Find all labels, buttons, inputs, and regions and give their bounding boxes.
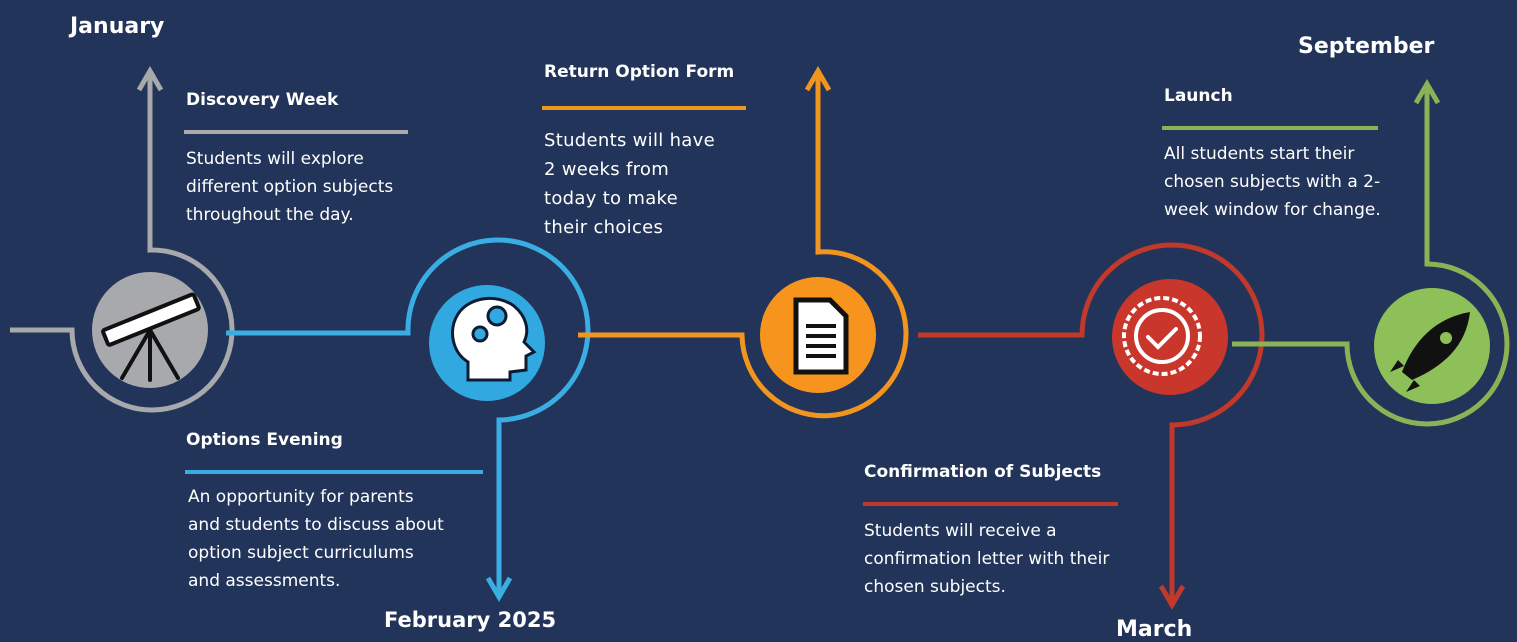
arrowhead-return-form	[804, 66, 832, 92]
description-line: and assessments.	[188, 571, 341, 591]
arrowhead-march	[1158, 584, 1186, 610]
description-line: An opportunity for parents	[188, 487, 414, 507]
event-rule-discovery-week	[184, 130, 408, 134]
month-label-march: March	[1116, 617, 1193, 642]
telescope-icon	[92, 272, 208, 388]
event-description-return-option-form: Students will have 2 weeks from today to…	[544, 126, 715, 242]
connector-return-form	[578, 75, 909, 419]
event-description-confirmation-of-subjects: Students will receive a confirmation let…	[864, 517, 1109, 601]
description-line: option subject curriculums	[188, 543, 414, 563]
connector-september	[1232, 88, 1510, 427]
arrowhead-september	[1413, 79, 1441, 105]
check-badge-icon	[1112, 279, 1228, 395]
arrowhead-january	[136, 66, 164, 92]
event-description-launch: All students start their chosen subjects…	[1164, 140, 1381, 224]
month-label-september: September	[1298, 34, 1435, 59]
event-description-discovery-week: Students will explore different option s…	[186, 145, 393, 229]
description-line: their choices	[544, 217, 664, 238]
event-title-confirmation-of-subjects: Confirmation of Subjects	[864, 462, 1102, 482]
month-label-january: January	[70, 14, 165, 39]
event-title-options-evening: Options Evening	[186, 430, 343, 450]
document-icon	[760, 277, 876, 393]
event-rule-launch	[1162, 126, 1378, 130]
event-title-discovery-week: Discovery Week	[186, 90, 339, 110]
rocket-icon	[1374, 288, 1490, 404]
event-title-return-option-form: Return Option Form	[544, 62, 735, 82]
description-line: chosen subjects with a 2-	[1164, 172, 1381, 192]
month-label-february: February 2025	[384, 608, 557, 632]
arrowhead-february	[485, 576, 513, 602]
description-line: different option subjects	[186, 177, 394, 197]
description-line: throughout the day.	[186, 205, 354, 225]
description-line: Students will have	[544, 130, 715, 151]
description-line: week window for change.	[1164, 200, 1381, 220]
description-line: confirmation letter with their	[864, 549, 1110, 569]
connector-february	[226, 237, 591, 592]
event-rule-confirmation-of-subjects	[863, 502, 1118, 506]
event-rule-return-option-form	[542, 106, 746, 110]
description-line: chosen subjects.	[864, 577, 1006, 597]
description-line: and students to discuss about	[188, 515, 444, 535]
description-line: 2 weeks from	[544, 159, 670, 180]
head-gears-icon	[429, 285, 545, 401]
event-rule-options-evening	[185, 470, 483, 474]
description-line: Students will explore	[186, 149, 364, 169]
event-title-launch: Launch	[1164, 86, 1233, 106]
description-line: today to make	[544, 188, 679, 209]
event-description-options-evening: An opportunity for parents and students …	[188, 483, 444, 595]
connector-january	[10, 75, 235, 413]
connector-march	[918, 242, 1265, 600]
description-line: Students will receive a	[864, 521, 1057, 541]
description-line: All students start their	[1164, 144, 1355, 164]
